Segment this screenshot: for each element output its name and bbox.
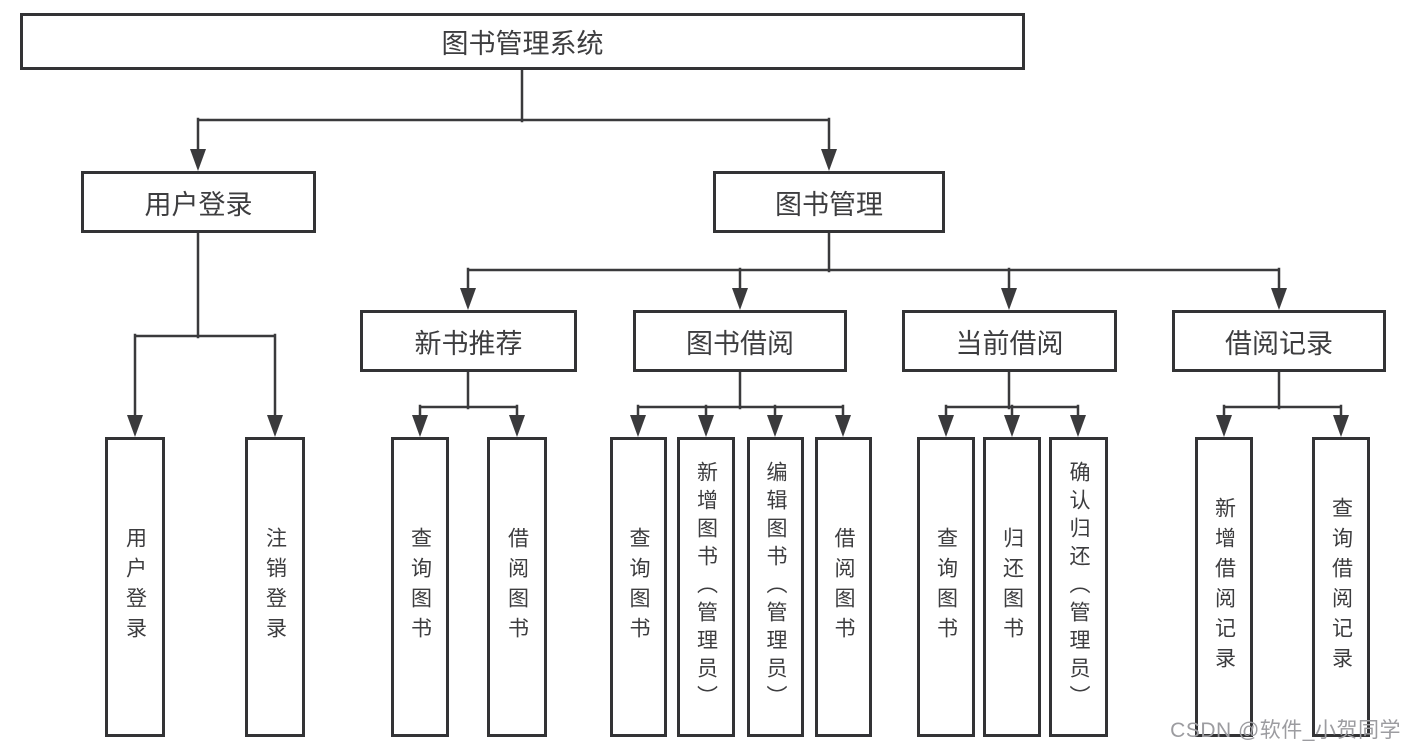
leaf-label: 借阅图书 bbox=[832, 527, 855, 647]
leaf-label: 归还图书 bbox=[1000, 527, 1024, 647]
leaf-borrow-books: 借阅图书 bbox=[815, 437, 872, 737]
leaf-label: 查询图书 bbox=[627, 527, 650, 647]
arrowheads bbox=[127, 149, 1349, 437]
leaf-label: 借阅图书 bbox=[505, 527, 529, 647]
node-book-management: 图书管理 bbox=[713, 171, 945, 233]
leaf-query-books-current: 查询图书 bbox=[917, 437, 975, 737]
leaf-label: 注销登录 bbox=[263, 527, 287, 647]
leaf-edit-books-admin: 编辑图书（管理员） bbox=[747, 437, 804, 737]
leaf-label: 查询借阅记录 bbox=[1329, 497, 1353, 677]
leaf-return-books: 归还图书 bbox=[983, 437, 1041, 737]
leaf-label: 确认归还（管理员） bbox=[1067, 461, 1090, 713]
leaf-logout: 注销登录 bbox=[245, 437, 305, 737]
node-current-borrowing: 当前借阅 bbox=[902, 310, 1117, 372]
leaf-user-login: 用户登录 bbox=[105, 437, 165, 737]
node-new-book-recommendation: 新书推荐 bbox=[360, 310, 577, 372]
leaf-label: 查询图书 bbox=[408, 527, 432, 647]
leaf-label: 查询图书 bbox=[934, 527, 958, 647]
leaf-query-borrow-record: 查询借阅记录 bbox=[1312, 437, 1370, 737]
leaf-confirm-return-admin: 确认归还（管理员） bbox=[1049, 437, 1108, 737]
leaf-query-books-borrowing: 查询图书 bbox=[610, 437, 667, 737]
leaf-add-borrow-record: 新增借阅记录 bbox=[1195, 437, 1253, 737]
node-library-management-system: 图书管理系统 bbox=[20, 13, 1025, 70]
node-borrowing-records: 借阅记录 bbox=[1172, 310, 1386, 372]
leaf-label: 编辑图书（管理员） bbox=[764, 461, 787, 713]
leaf-label: 新增借阅记录 bbox=[1212, 497, 1236, 677]
node-book-borrowing: 图书借阅 bbox=[633, 310, 847, 372]
csdn-watermark: CSDN @软件_小贺同学 bbox=[1170, 719, 1401, 742]
leaf-query-books-recommend: 查询图书 bbox=[391, 437, 449, 737]
leaf-borrow-books-recommend: 借阅图书 bbox=[487, 437, 547, 737]
leaf-label: 用户登录 bbox=[123, 527, 147, 647]
leaf-label: 新增图书（管理员） bbox=[694, 461, 718, 713]
leaf-add-books-admin: 新增图书（管理员） bbox=[677, 437, 735, 737]
node-user-login: 用户登录 bbox=[81, 171, 316, 233]
